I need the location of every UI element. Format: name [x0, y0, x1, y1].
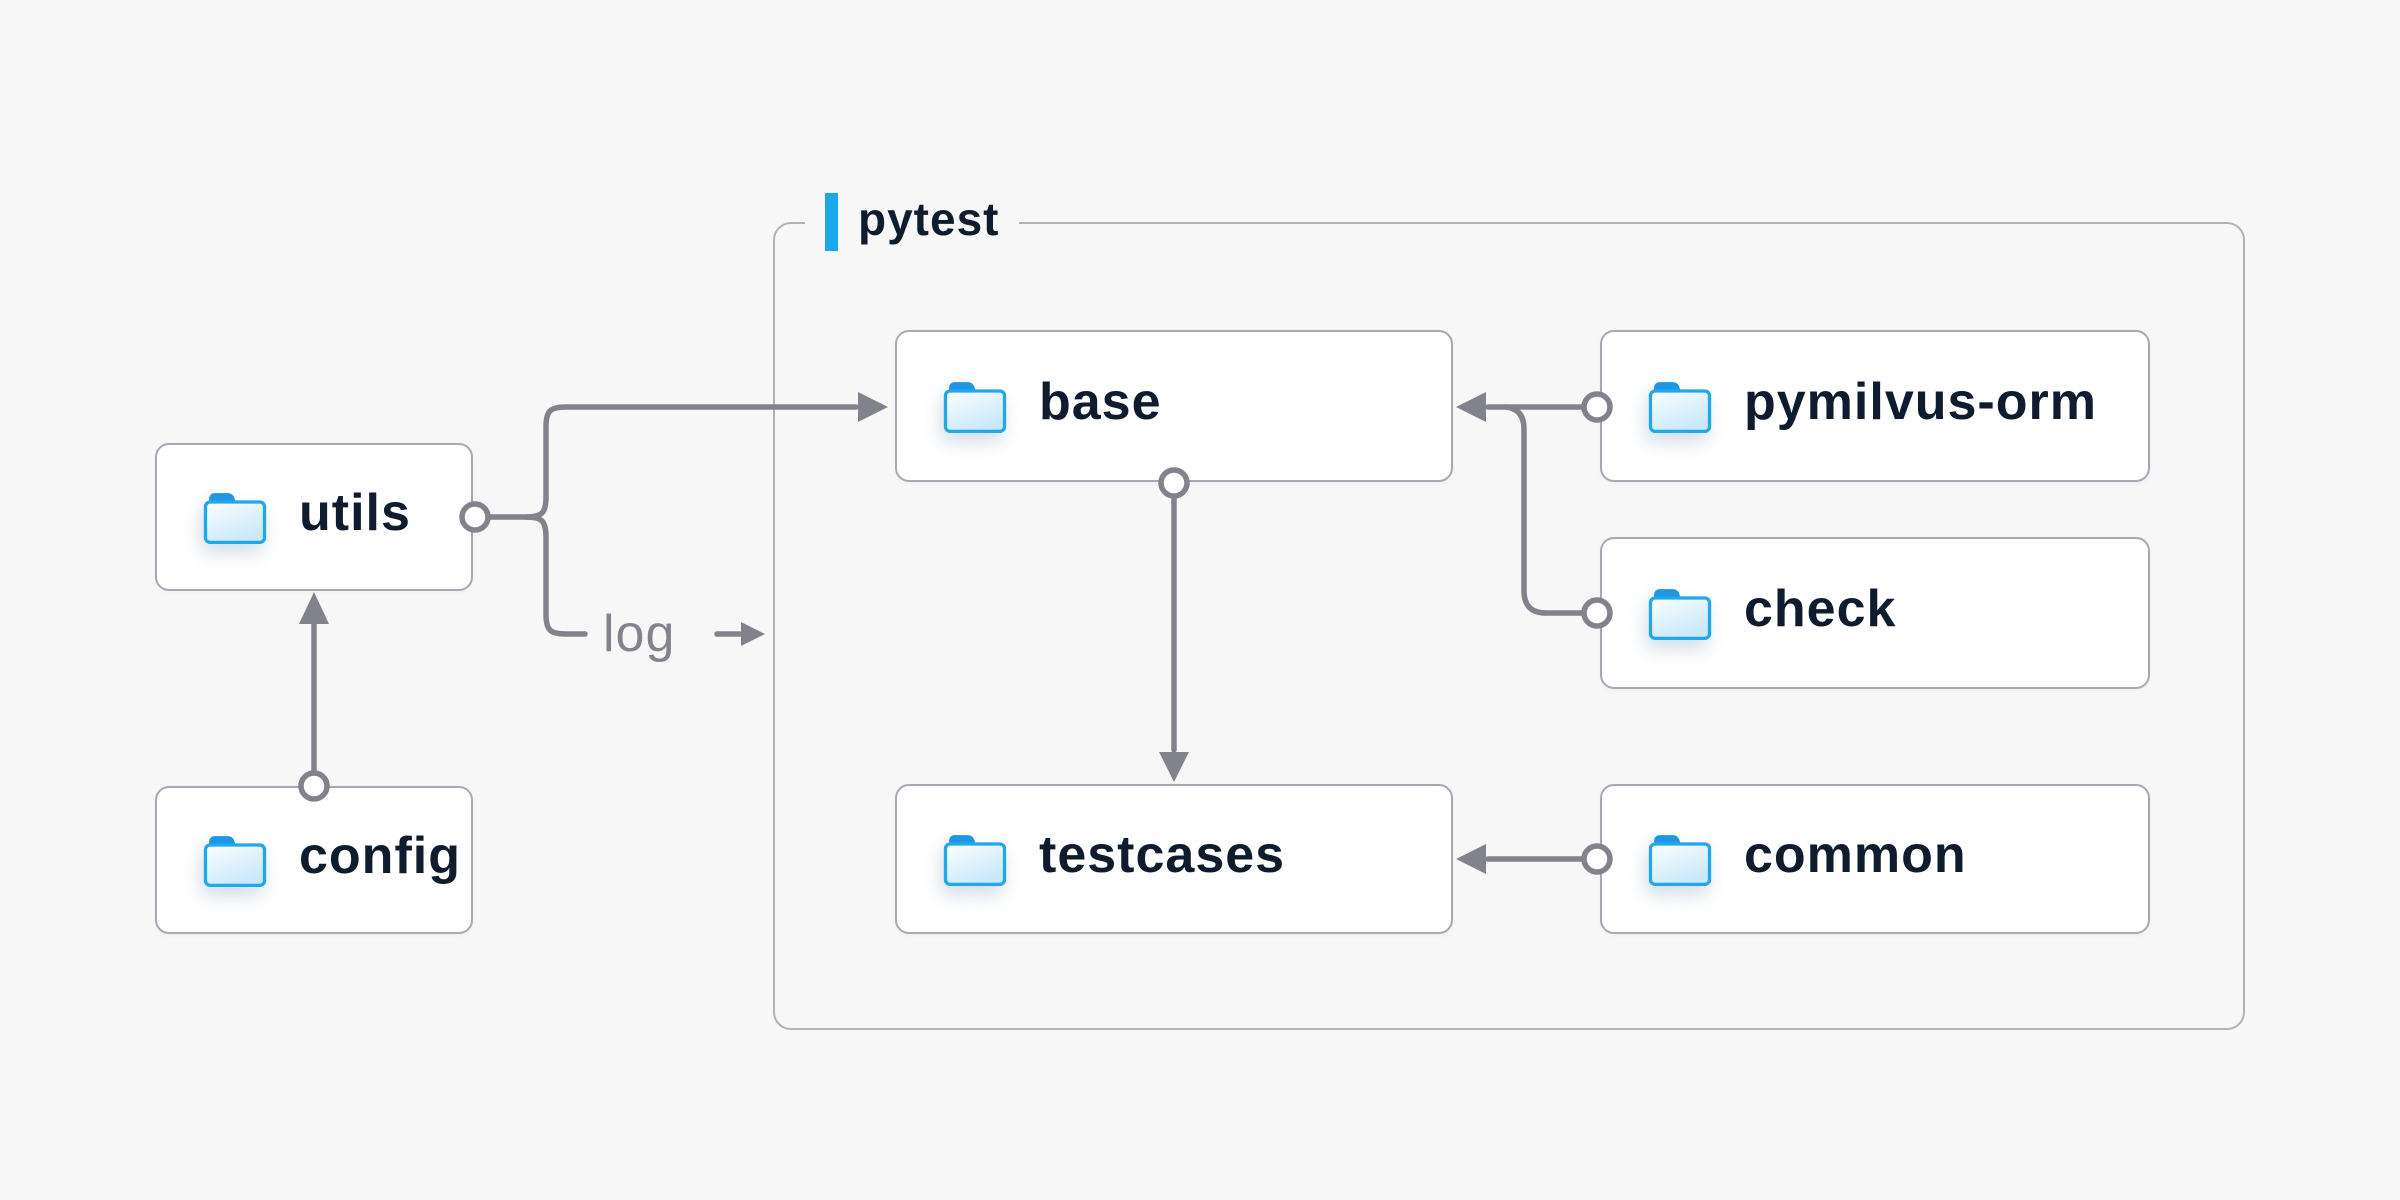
pytest-group-container — [773, 222, 2245, 1030]
pytest-group-title: pytest — [858, 193, 1000, 245]
edge-config-to-utils — [298, 592, 330, 802]
node-base: base — [895, 330, 1453, 482]
node-check: check — [1600, 537, 2150, 689]
folder-icon — [203, 836, 267, 888]
edge-label-log: log — [603, 605, 676, 663]
folder-icon — [203, 493, 267, 545]
node-label: config — [299, 827, 461, 885]
folder-icon — [1648, 589, 1712, 641]
node-label: base — [1039, 373, 1162, 431]
node-label: pymilvus-orm — [1744, 373, 2097, 431]
node-pymilvus-orm: pymilvus-orm — [1600, 330, 2150, 482]
node-label: check — [1744, 580, 1897, 638]
node-config: config — [155, 786, 473, 934]
node-utils: utils — [155, 443, 473, 591]
folder-icon — [943, 835, 1007, 887]
log-arrow-icon — [714, 622, 765, 646]
node-testcases: testcases — [895, 784, 1453, 934]
node-common: common — [1600, 784, 2150, 934]
node-label: common — [1744, 826, 1967, 884]
folder-icon — [1648, 382, 1712, 434]
accent-bar — [825, 193, 838, 251]
folder-icon — [1648, 835, 1712, 887]
node-label: testcases — [1039, 826, 1286, 884]
node-label: utils — [299, 484, 411, 542]
pytest-group-label: pytest — [805, 193, 1020, 251]
folder-icon — [943, 382, 1007, 434]
